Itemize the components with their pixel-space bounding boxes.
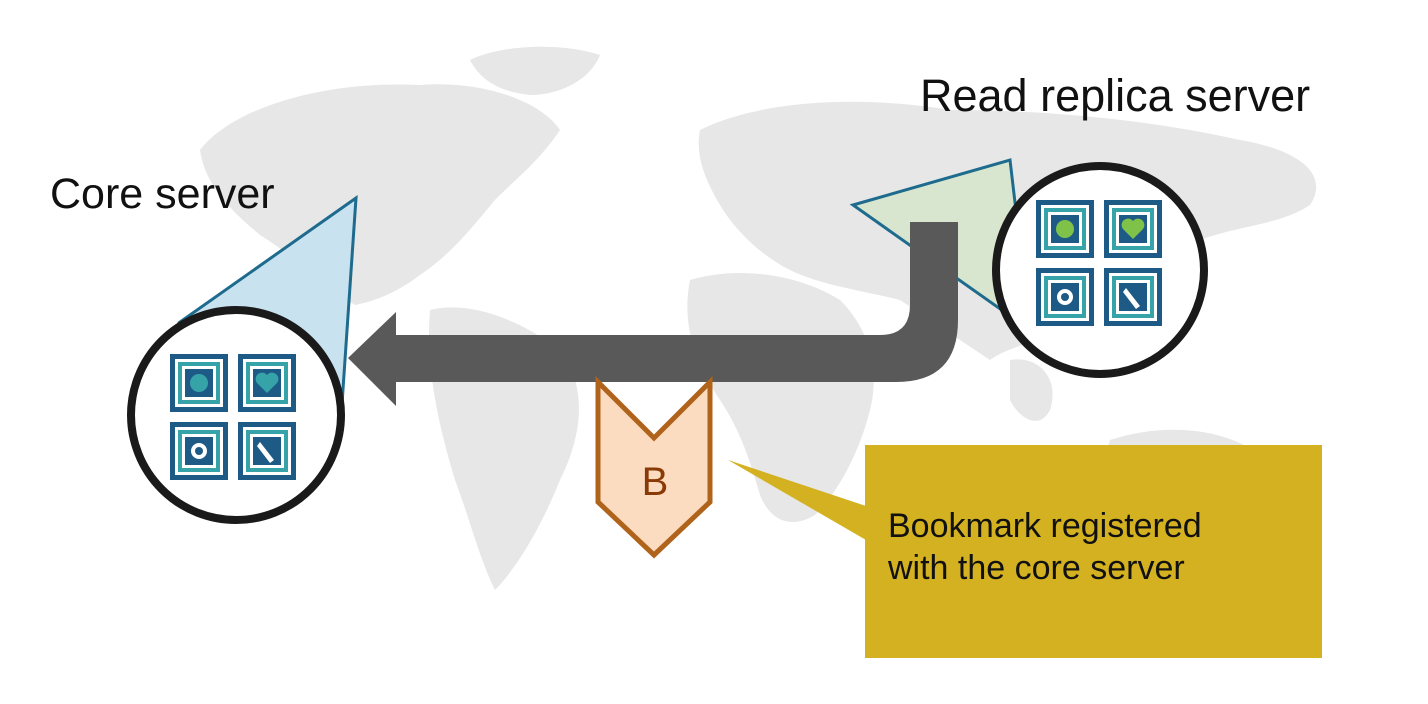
callout-box: [728, 445, 1322, 658]
bookmark-letter: B: [641, 460, 669, 504]
callout-text: Bookmark registered with the core server: [888, 505, 1308, 589]
callout-line-2: with the core server: [888, 549, 1185, 587]
replication-arrow: [348, 222, 958, 406]
core-server-circle: [127, 306, 345, 524]
core-server-label: Core server: [50, 170, 275, 218]
replica-server-circle: [992, 162, 1208, 378]
bookmark-icon: [595, 375, 713, 559]
replica-server-label: Read replica server: [920, 70, 1311, 121]
callout-line-1: Bookmark registered: [888, 507, 1202, 545]
